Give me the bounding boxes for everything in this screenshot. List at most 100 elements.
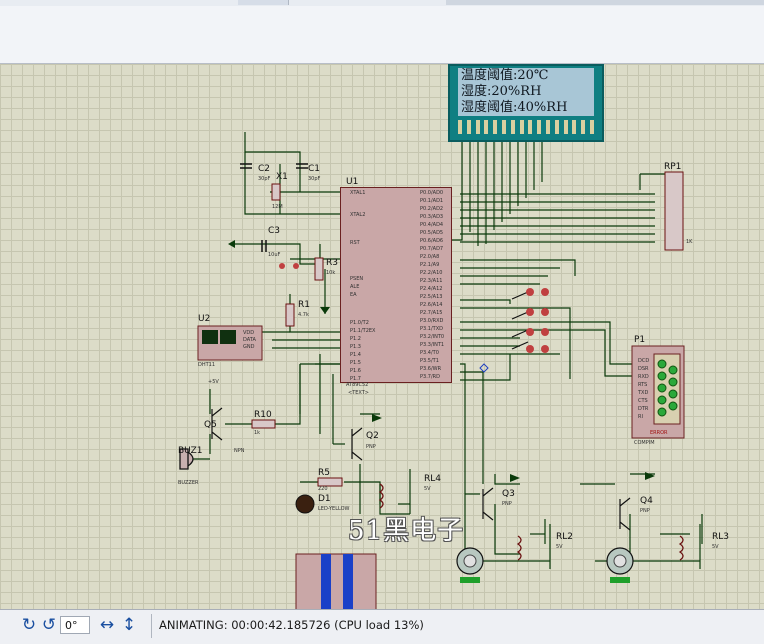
rl3-value: 5V <box>712 544 719 550</box>
u1-pin-label: P1.3 <box>350 344 361 350</box>
p1-pin-label: TXD <box>638 390 649 396</box>
u2-label: U2 <box>198 314 211 324</box>
u1-part: AT89C52 <box>346 382 369 388</box>
d1-value: LED-YELLOW <box>318 506 350 512</box>
u1-pin-label: P0.7/AD7 <box>420 246 444 252</box>
q5-label: Q5 <box>204 420 217 430</box>
u1-pin-label: P3.5/T1 <box>420 358 439 364</box>
u1-pin-label: P0.0/AD0 <box>420 190 444 196</box>
u1-pin-label: P2.2/A10 <box>420 270 443 276</box>
u1-pin-label: P2.0/A8 <box>420 254 440 260</box>
c3-label: C3 <box>268 226 281 236</box>
u1-pin-label: P0.6/AD6 <box>420 238 444 244</box>
u1-pin-label: P0.2/AD2 <box>420 206 444 212</box>
text-tag: <TEXT> <box>348 390 369 396</box>
rl4-value: 5V <box>424 486 431 492</box>
error-label: ERROR <box>650 430 668 436</box>
p1-pin-label: DCD <box>638 358 650 364</box>
u1-pin-label: P1.1/T2EX <box>350 328 376 334</box>
status-bar: ↻ ↺ 0° ↔ ↕ ANIMATING: 00:00:42.185726 (C… <box>0 609 764 644</box>
q3-label: Q3 <box>502 489 515 499</box>
status-divider <box>151 614 152 638</box>
vcc-label: +5V <box>208 379 219 385</box>
u1-pin-label: P1.5 <box>350 360 361 366</box>
u1-pin-label: P2.3/A11 <box>420 278 443 284</box>
r3-label: R3 <box>326 258 338 268</box>
u1-pin-label: P0.4/AD4 <box>420 222 444 228</box>
p1-pin-label: DTR <box>638 406 649 412</box>
toolbar-area <box>0 6 764 64</box>
q5-type: NPN <box>234 448 245 454</box>
u1-label: U1 <box>346 177 359 187</box>
u1-pin-label: P0.5/AD5 <box>420 230 444 236</box>
schematic-canvas[interactable]: 温度阈值:20℃ 湿度:20%RH 湿度阈值:40%RH U1 AT89C52 … <box>0 64 764 609</box>
u1-pin-label: P1.0/T2 <box>350 320 369 326</box>
u2-pin-gnd: GND <box>243 344 255 350</box>
u1-pin-label: PSEN <box>350 276 364 282</box>
u1-pin-label: P2.1/A9 <box>420 262 440 268</box>
lcd-line-1: 温度阈值:20℃ <box>461 68 549 83</box>
rotate-anticlockwise-icon[interactable]: ↺ <box>41 615 57 635</box>
u1-pin-label: XTAL1 <box>350 190 366 196</box>
lcd-module[interactable]: 温度阈值:20℃ 湿度:20%RH 湿度阈值:40%RH <box>448 64 604 142</box>
rl3-label: RL3 <box>712 532 729 542</box>
u1-pin-label: RST <box>350 240 360 246</box>
u2-part: DHT11 <box>198 362 216 368</box>
c2-value: 30pF <box>258 176 271 182</box>
u1-pin-label: P1.7 <box>350 376 361 382</box>
rp1-value: 1K <box>686 239 693 245</box>
r10-label: R10 <box>254 410 272 420</box>
top-tab[interactable] <box>446 0 764 5</box>
u2-pin-vdd: VDD <box>243 330 255 336</box>
p1-pin-label: CTS <box>638 398 648 404</box>
microcontroller-u1[interactable] <box>340 187 452 383</box>
q4-type: PNP <box>640 508 650 514</box>
rp1-label: RP1 <box>664 162 682 172</box>
r1-label: R1 <box>298 300 310 310</box>
lcd-line-2: 湿度:20%RH <box>461 84 542 99</box>
rotate-clockwise-icon[interactable]: ↻ <box>21 615 37 635</box>
u1-pin-label: P3.7/RD <box>420 374 440 380</box>
u1-pin-label: XTAL2 <box>350 212 366 218</box>
u1-pin-label: EA <box>350 292 357 298</box>
u1-pin-label: P3.4/T0 <box>420 350 439 356</box>
u1-pin-label: P3.0/RXD <box>420 318 444 324</box>
u1-pin-label: P3.6/WR <box>420 366 442 372</box>
rl4-label: RL4 <box>424 474 441 484</box>
r1-value: 4.7k <box>298 312 309 318</box>
r10-value: 1k <box>254 430 261 436</box>
r3-value: 10k <box>326 270 336 276</box>
u1-pin-label: P1.6 <box>350 368 361 374</box>
lcd-pins <box>458 120 594 134</box>
u1-pin-label: P2.5/A13 <box>420 294 443 300</box>
u1-pin-label: P1.2 <box>350 336 361 342</box>
q2-label: Q2 <box>366 431 379 441</box>
c1-value: 30pF <box>308 176 321 182</box>
x1-value: 12M <box>272 204 283 210</box>
x1-label: X1 <box>276 172 288 182</box>
q3-type: PNP <box>502 501 512 507</box>
u1-pin-label: P0.1/AD1 <box>420 198 444 204</box>
q4-label: Q4 <box>640 496 653 506</box>
u1-pin-label: P3.1/TXD <box>420 326 443 332</box>
top-tab[interactable] <box>238 0 289 5</box>
u1-pin-label: P2.7/A15 <box>420 310 443 316</box>
c2-label: C2 <box>258 164 271 174</box>
u1-pin-label: P3.2/INT0 <box>420 334 445 340</box>
rl2-label: RL2 <box>556 532 573 542</box>
c1-label: C1 <box>308 164 321 174</box>
mirror-horizontal-icon[interactable]: ↔ <box>99 615 115 635</box>
u1-pin-label: P0.3/AD3 <box>420 214 444 220</box>
lcd-screen: 温度阈值:20℃ 湿度:20%RH 湿度阈值:40%RH <box>458 68 594 116</box>
p1-pin-label: RTS <box>638 382 648 388</box>
simulation-status: ANIMATING: 00:00:42.185726 (CPU load 13%… <box>159 618 424 632</box>
p1-pin-label: RI <box>638 414 643 420</box>
d1-label: D1 <box>318 494 331 504</box>
buzzer-part: BUZZER <box>178 480 199 486</box>
r5-value: 220 <box>318 486 328 492</box>
p1-part: COMPIM <box>634 440 655 446</box>
rotation-input[interactable]: 0° <box>60 616 90 634</box>
u1-pin-label: P2.6/A14 <box>420 302 443 308</box>
u1-pin-label: P2.4/A12 <box>420 286 443 292</box>
mirror-vertical-icon[interactable]: ↕ <box>121 615 137 635</box>
